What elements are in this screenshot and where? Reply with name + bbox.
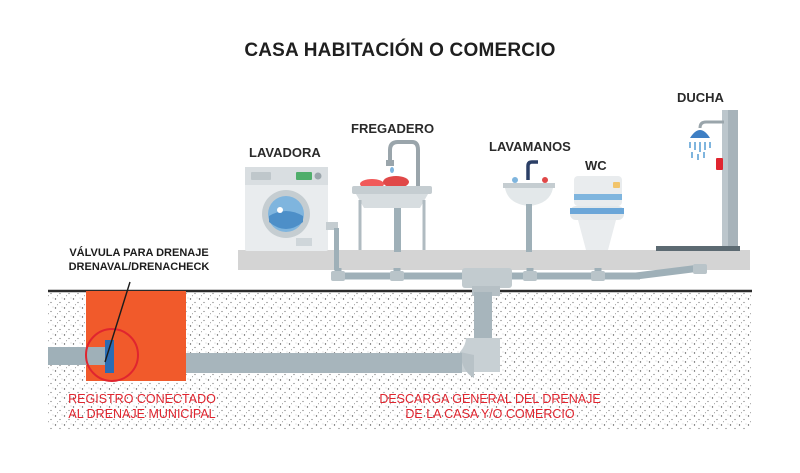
washbasin-illustration: [503, 160, 555, 252]
floor-slab: [238, 250, 750, 270]
registro-note: REGISTRO CONECTADO AL DRENAJE MUNICIPAL: [52, 392, 232, 422]
registro-note-line1: REGISTRO CONECTADO: [68, 392, 216, 406]
tee-fitting: [462, 268, 512, 288]
label-wc: WC: [585, 158, 607, 173]
shower-illustration: [656, 110, 740, 251]
registro-box: [86, 291, 186, 381]
main-drain-pipe: [180, 353, 462, 373]
label-lavadora: LAVADORA: [249, 145, 321, 160]
valve-leader-line: [104, 281, 131, 363]
descarga-note-line2: DE LA CASA Y/O COMERCIO: [405, 407, 575, 421]
valve-note: VÁLVULA PARA DRENAJE DRENAVAL/DRENACHECK: [64, 246, 214, 274]
washing-machine-illustration: [245, 167, 339, 270]
registro-note-line2: AL DRENAJE MUNICIPAL: [68, 407, 216, 421]
descarga-note-line1: DESCARGA GENERAL DEL DRENAJE: [379, 392, 601, 406]
sink-illustration: [352, 140, 432, 252]
main-drop-pipe: [474, 292, 492, 342]
page-title: CASA HABITACIÓN O COMERCIO: [244, 40, 556, 61]
valve: [105, 340, 114, 373]
pipe-fittings: [331, 264, 707, 281]
label-ducha: DUCHA: [677, 90, 724, 105]
municipal-pipe: [48, 347, 106, 365]
toilet-illustration: [570, 176, 624, 250]
valve-note-line1: VÁLVULA PARA DRENAJE: [69, 247, 209, 259]
descarga-note: DESCARGA GENERAL DEL DRENAJE DE LA CASA …: [362, 392, 618, 422]
label-fregadero: FREGADERO: [351, 121, 435, 136]
valve-note-line2: DRENAVAL/DRENACHECK: [68, 261, 210, 273]
label-lavamanos: LAVAMANOS: [489, 139, 571, 154]
valve-callout-circle: [85, 328, 139, 382]
